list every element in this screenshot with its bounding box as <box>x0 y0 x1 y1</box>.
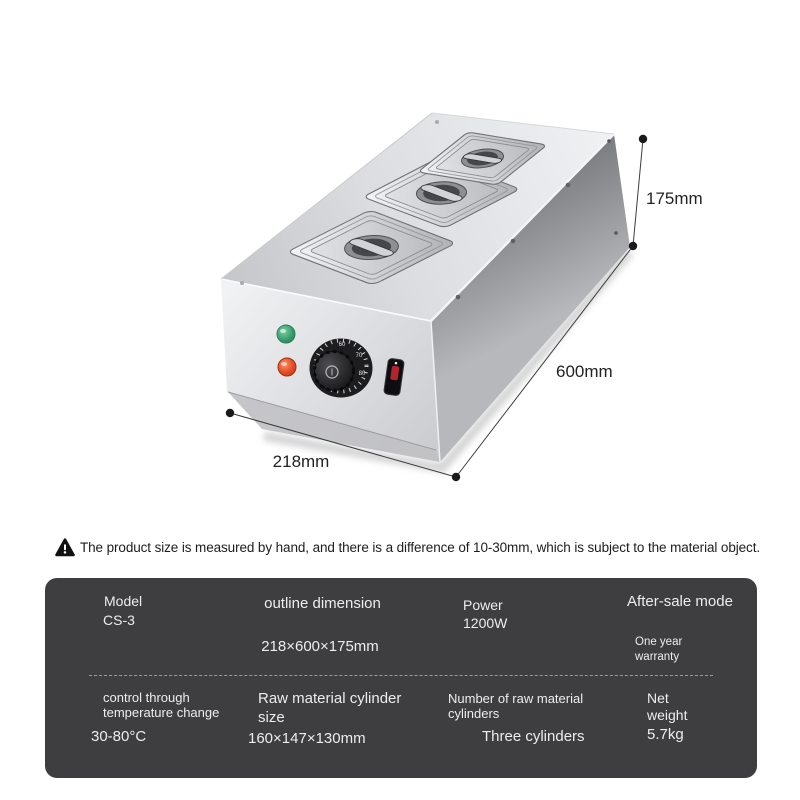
dimension-label-width: 218mm <box>273 452 330 471</box>
screw-dot <box>435 120 439 124</box>
power-switch-lens <box>390 365 400 381</box>
outline-dimension-value: 218×600×175mm <box>261 638 379 655</box>
machine-base-chamfer <box>228 392 440 462</box>
edge-front-top <box>220 278 432 322</box>
warning-icon <box>55 538 75 557</box>
aftersale-label: After-sale mode <box>627 593 733 610</box>
measurement-notice: The product size is measured by hand, an… <box>55 538 795 557</box>
pan-lid-back <box>418 132 547 185</box>
outline-dimension-label: outline dimension <box>264 595 381 612</box>
edge-top-back <box>431 112 615 135</box>
power-label: Power <box>463 597 503 613</box>
aftersale-value: One year warranty <box>635 636 683 663</box>
notice-text: The product size is measured by hand, an… <box>80 540 761 555</box>
cylinder-size-value: 160×147×130mm <box>248 730 366 747</box>
green-light-highlight <box>280 329 286 333</box>
power-value: 1200W <box>463 615 508 631</box>
side-tab <box>565 182 571 188</box>
red-indicator-light <box>277 357 297 377</box>
machine-base-crease <box>227 391 437 451</box>
edge-front-right <box>430 320 441 463</box>
product-diagram: 60 70 80 175mm 600mm 218mm <box>220 0 703 482</box>
temperature-range-value: 30-80°C <box>91 728 147 745</box>
table-divider <box>89 675 713 676</box>
cylinder-size-label: Raw material cylinder size <box>258 690 402 726</box>
machine-shadow <box>263 249 634 473</box>
side-tab <box>510 238 516 244</box>
lid-handle <box>347 237 397 257</box>
dial-emblem <box>325 365 339 379</box>
dial-number-80: 80 <box>359 371 366 377</box>
side-tab <box>455 294 461 300</box>
dimension-line-height <box>632 138 644 247</box>
red-light-highlight <box>281 362 287 366</box>
net-weight-value: 5.7kg <box>647 726 684 743</box>
cylinder-count-value: Three cylinders <box>482 728 585 745</box>
temperature-control-label: control through temperature change <box>103 690 220 720</box>
dimension-line-length <box>455 245 634 478</box>
green-indicator-light <box>276 324 296 344</box>
lid-handle <box>418 184 465 203</box>
screw-dot <box>614 231 618 235</box>
edge-side-top <box>430 133 615 322</box>
edge-top-left <box>220 112 433 280</box>
dimension-label-height: 175mm <box>646 189 703 208</box>
power-switch[interactable] <box>383 358 405 396</box>
net-weight-label: Net weight <box>647 690 688 723</box>
power-switch-dot <box>394 361 398 365</box>
dial-number-70: 70 <box>356 353 363 359</box>
screw-dot <box>240 281 244 285</box>
pan-lid-front <box>287 210 456 285</box>
dimension-label-length: 600mm <box>556 362 613 381</box>
screw-dot <box>607 139 611 143</box>
model-label: Model <box>104 593 143 609</box>
lid-handle <box>461 153 503 164</box>
temperature-dial[interactable]: 60 70 80 <box>309 338 373 398</box>
dimension-lines <box>229 138 644 478</box>
dimension-dots <box>225 134 648 482</box>
machine-side-face <box>431 134 630 462</box>
dimension-line-width <box>229 412 457 478</box>
dial-number-60: 60 <box>339 342 346 348</box>
dial-knob-grip <box>313 350 355 392</box>
cylinder-count-label: Number of raw material cylinders <box>448 691 584 721</box>
spec-table: Model CS-3 outline dimension 218×600×175… <box>45 578 757 778</box>
model-value: CS-3 <box>103 612 135 628</box>
